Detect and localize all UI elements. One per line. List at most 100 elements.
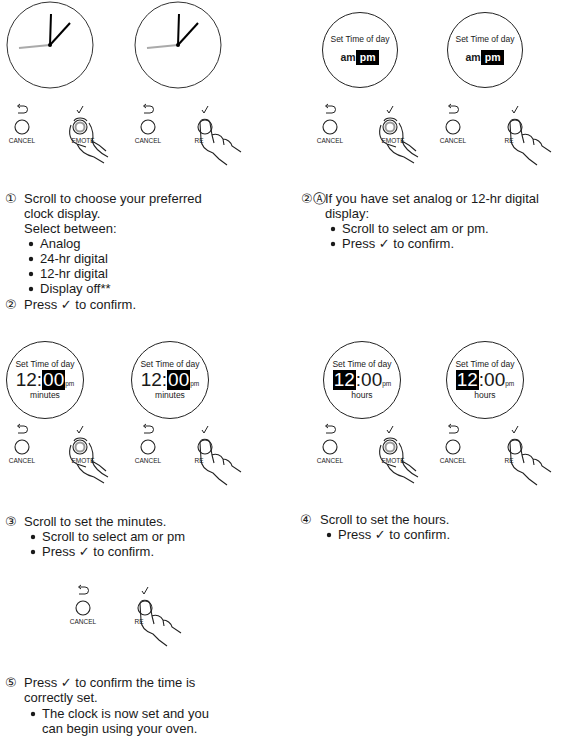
instruction-text: ③: [5, 514, 25, 529]
confirm-button: [138, 587, 181, 646]
display-circle: Set Time of day ampm: [447, 12, 523, 88]
button-label: CANCEL: [2, 137, 42, 145]
display-circle: Set Time of day12:00pmminutes: [131, 341, 209, 419]
display-text: Set Time of day: [330, 35, 389, 44]
display-text: 00: [361, 370, 382, 390]
bullet: [29, 257, 33, 261]
bullet: [31, 550, 35, 554]
display-text: minutes: [155, 391, 185, 400]
clock-face: [7, 2, 93, 88]
instruction-text: ⑤: [5, 675, 25, 690]
instruction-text: ②: [5, 297, 25, 312]
display-text: 12: [456, 370, 479, 390]
display-row: Set Time of day: [15, 360, 74, 369]
confirm-button: [380, 426, 418, 483]
button-label: CANCEL: [2, 457, 42, 465]
cancel-button: [446, 104, 460, 134]
button-label: CANCEL: [128, 137, 168, 145]
instruction-text: Scroll to set the minutes.: [24, 514, 244, 529]
cancel-button: [76, 585, 90, 615]
display-text: 00: [42, 370, 65, 390]
cancel-button: [323, 104, 337, 134]
instruction-text: Scroll to select am or pm.: [342, 221, 562, 236]
instruction-text: Display off**: [40, 281, 230, 296]
cancel-button: [446, 424, 460, 454]
instruction-text: Scroll to select am or pm: [42, 529, 262, 544]
instruction-text: ④: [300, 512, 320, 527]
instruction-text: ②Ⓐ: [301, 191, 325, 206]
display-text: :: [356, 370, 361, 390]
display-row: Set Time of day: [332, 360, 391, 369]
button-label: EMOTE: [373, 137, 413, 145]
button-label: CANCEL: [433, 457, 473, 465]
button-label: EMOTE: [373, 457, 413, 465]
button-label: CANCEL: [433, 137, 473, 145]
display-row: 12:00pm: [333, 370, 392, 390]
display-text: pm: [505, 381, 514, 388]
instruction-text: Select between:: [24, 221, 224, 236]
confirm-button: [508, 426, 551, 485]
display-text: 00: [484, 370, 505, 390]
cancel-button: [141, 104, 155, 134]
button-label: CANCEL: [128, 457, 168, 465]
display-text: minutes: [30, 391, 60, 400]
display-circle: Set Time of day12:00pmhours: [446, 341, 524, 419]
instruction-text: The clock is now set and you can begin u…: [42, 706, 232, 736]
display-text: 12: [333, 370, 356, 390]
bullet: [29, 242, 33, 246]
display-text: am: [341, 52, 356, 63]
display-row: 12:00pm: [141, 370, 200, 390]
instruction-text: Press ✓ to confirm.: [338, 527, 558, 542]
display-row: 12:00pm: [16, 370, 75, 390]
button-label: CANCEL: [310, 137, 350, 145]
display-text: 12: [16, 370, 37, 390]
bullet: [29, 287, 33, 291]
bullet: [29, 272, 33, 276]
instruction-text: Press ✓ to confirm the time is correctly…: [24, 675, 224, 705]
display-row: Set Time of day: [455, 35, 514, 44]
instruction-text: Scroll to choose your preferred clock di…: [24, 191, 229, 221]
display-text: Set Time of day: [455, 360, 514, 369]
bullet: [31, 535, 35, 539]
confirm-button: [198, 106, 241, 165]
display-row: hours: [474, 391, 495, 400]
instruction-text: 24-hr digital: [40, 251, 230, 266]
display-text: 00: [167, 370, 190, 390]
bullet: [327, 533, 331, 537]
display-row: hours: [351, 391, 372, 400]
instruction-text: 12-hr digital: [40, 266, 230, 281]
button-label: RE: [179, 137, 219, 145]
display-circle: Set Time of day12:00pmhours: [323, 341, 401, 419]
display-row: Set Time of day: [455, 360, 514, 369]
display-row: ampm: [466, 50, 505, 65]
confirm-button: [70, 106, 108, 163]
instruction-text: Analog: [40, 236, 230, 251]
display-text: hours: [351, 391, 372, 400]
display-text: pm: [382, 381, 391, 388]
bullet: [31, 712, 35, 716]
instruction-text: If you have set analog or 12-hr digital …: [325, 191, 563, 221]
instruction-text: Scroll to set the hours.: [320, 512, 560, 527]
display-row: Set Time of day: [330, 35, 389, 44]
cancel-button: [15, 104, 29, 134]
confirm-button: [508, 106, 551, 165]
instruction-text: ①: [5, 191, 25, 206]
button-label: RE: [179, 457, 219, 465]
confirm-button: [198, 426, 241, 485]
display-row: ampm: [341, 50, 380, 65]
display-text: pm: [481, 50, 505, 65]
button-label: CANCEL: [63, 618, 103, 626]
display-text: 12: [141, 370, 162, 390]
display-row: minutes: [155, 391, 185, 400]
display-text: Set Time of day: [332, 360, 391, 369]
cancel-button: [141, 424, 155, 454]
display-row: minutes: [30, 391, 60, 400]
instruction-text: Press ✓ to confirm.: [24, 297, 244, 312]
display-text: am: [466, 52, 481, 63]
display-text: Set Time of day: [455, 35, 514, 44]
cancel-button: [323, 424, 337, 454]
instruction-text: Press ✓ to confirm.: [342, 236, 562, 251]
instruction-text: Press ✓ to confirm.: [42, 544, 262, 559]
confirm-button: [70, 426, 108, 483]
bullet: [331, 242, 335, 246]
